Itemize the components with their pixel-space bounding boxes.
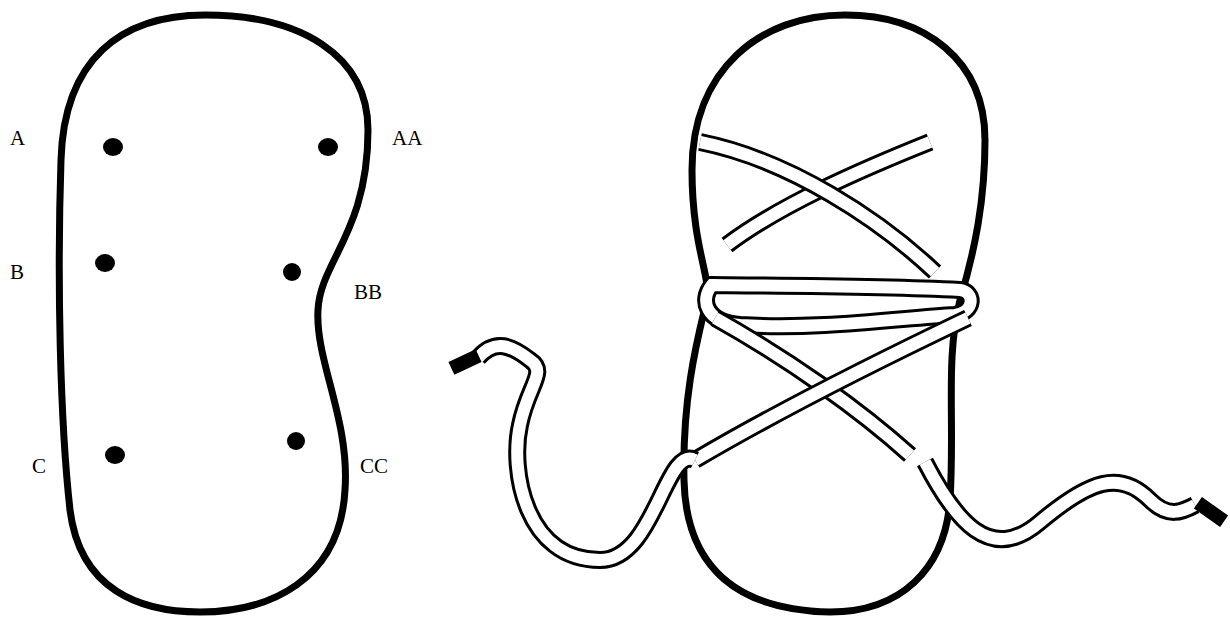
lace-aglets	[448, 349, 1228, 527]
sandal-outline	[684, 15, 985, 612]
lace-straps	[478, 142, 1195, 560]
hole-label: BB	[354, 282, 382, 303]
hole-label-text: C	[32, 454, 46, 478]
insole-outline	[59, 15, 368, 612]
hole-label: A	[10, 128, 25, 149]
hole-label: B	[10, 262, 24, 283]
hole-label: AA	[392, 128, 422, 149]
lace-holes	[95, 138, 338, 464]
hole-label-text: CC	[360, 454, 388, 478]
hole-label-text: A	[10, 126, 25, 150]
hole-label: CC	[360, 456, 388, 477]
hole-label-text: B	[10, 260, 24, 284]
hole-label-text: AA	[392, 126, 422, 150]
hole-label: C	[32, 456, 46, 477]
hole-label-text: BB	[354, 280, 382, 304]
